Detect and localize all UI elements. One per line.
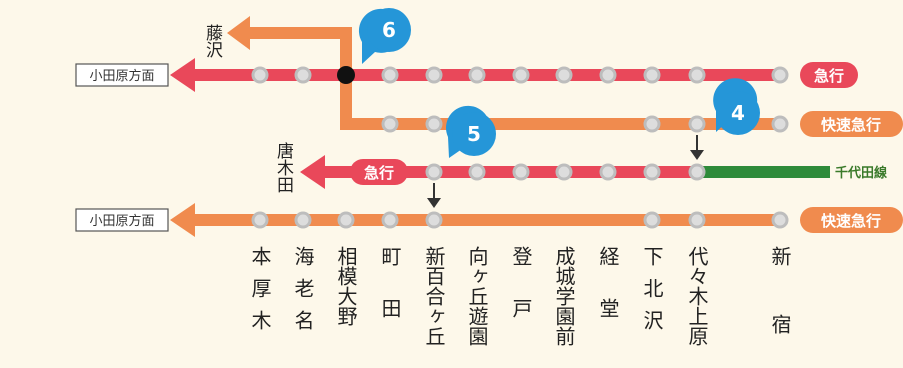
marker-5-text: 5 (467, 122, 481, 146)
pill-express-2-text: 急行 (364, 164, 394, 182)
transfer-arrowhead-1 (690, 150, 704, 160)
chiyoda-line-label: 千代田線 (835, 165, 888, 181)
dest-fujisawa: 藤沢 (202, 24, 223, 58)
station-labels: 本厚木 海老名 相模大野 町田 新百合ヶ丘 向ヶ丘遊園 登戸 成城学園前 経堂 … (248, 246, 792, 368)
fujisawa-arrow (227, 16, 250, 50)
station-label-yoyogi-uehara: 代々木上原 (685, 246, 709, 346)
line3-stations (425, 163, 706, 181)
line1-stations (251, 66, 789, 84)
express-arrow-odawara (170, 58, 195, 92)
junction-dot (337, 66, 355, 84)
dest-karakida: 唐木田 (273, 141, 294, 193)
transfer-arrowhead-2 (427, 198, 441, 208)
station-label-shimokitazawa: 下北沢 (640, 246, 664, 342)
station-label-sagami-ono: 相模大野 (334, 246, 358, 326)
line4-stations (251, 211, 789, 229)
station-label-machida: 町田 (378, 246, 402, 350)
dest-odawara-1: 小田原方面 (89, 68, 154, 84)
pill-express-1 (800, 62, 858, 88)
fujisawa-branch-horizontal (245, 27, 352, 39)
line2-stations (381, 115, 789, 133)
pill-express-2 (350, 159, 408, 185)
station-label-ebina: 海老名 (291, 246, 315, 342)
station-label-shinjuku: 新宿 (768, 246, 792, 368)
station-label-seijo-gakuen-mae: 成城学園前 (552, 246, 576, 346)
express-arrow-karakida (300, 155, 325, 189)
rapid-arrow-odawara (170, 203, 195, 237)
station-label-kyodo: 経堂 (596, 246, 620, 350)
marker-6-text: 6 (382, 18, 396, 42)
station-label-hon-atsugi: 本厚木 (248, 246, 272, 342)
dest-odawara-2: 小田原方面 (89, 213, 154, 229)
pill-rapid-2-text: 快速急行 (821, 212, 881, 230)
pill-rapid-2 (800, 207, 903, 233)
dest-box-odawara-2 (75, 208, 169, 232)
chiyoda-line (700, 166, 830, 178)
pill-rapid-1 (800, 111, 903, 137)
station-label-shin-yurigaoka: 新百合ヶ丘 (422, 246, 446, 346)
station-label-mukogaoka-yuen: 向ヶ丘遊園 (465, 246, 489, 346)
pill-express-1-text: 急行 (814, 67, 844, 85)
station-label-noborito: 登戸 (509, 246, 533, 350)
dest-box-odawara-1 (75, 63, 169, 87)
pill-rapid-1-text: 快速急行 (821, 116, 881, 134)
marker-4-text: 4 (731, 101, 745, 125)
